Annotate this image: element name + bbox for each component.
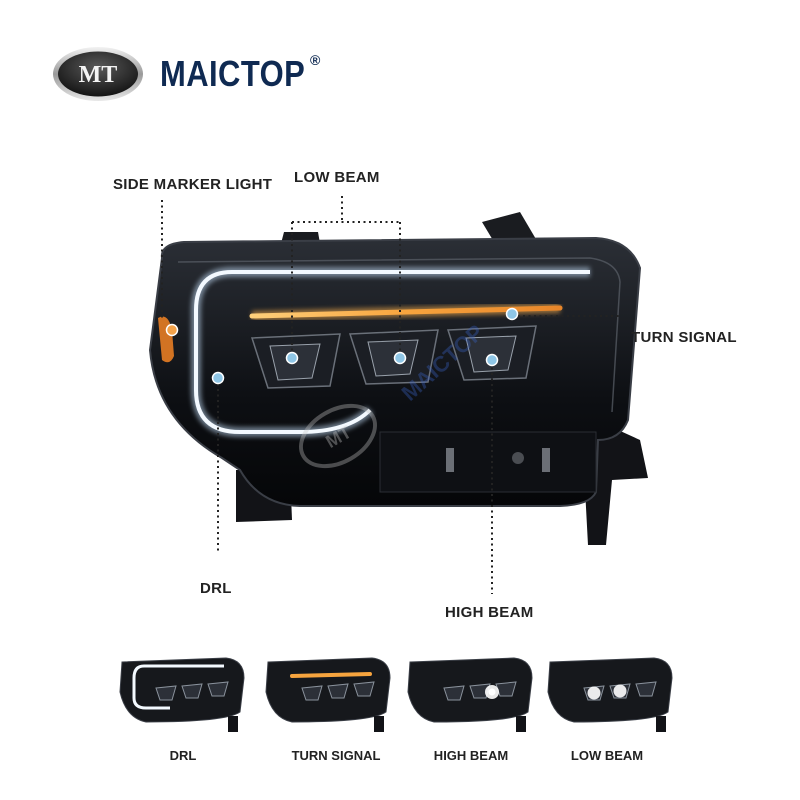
callout-dot-side-marker [165,323,179,337]
thumbnail-turn-signal [265,657,391,732]
bottom-bracket-right [584,420,648,545]
label-side-marker-light: SIDE MARKER LIGHT [113,176,273,193]
mode-label-low-beam: LOW BEAM [570,748,644,763]
mode-label-drl: DRL [169,748,197,763]
callout-dot-turn-signal [505,307,519,321]
label-turn-signal: TURN SIGNAL [631,329,737,346]
callout-dot-low-beam-2 [393,351,407,365]
callout-dot-high-beam [485,353,499,367]
thumbnail-low-beam [547,657,673,732]
mode-label-high-beam: HIGH BEAM [433,748,509,763]
thumbnail-drl [119,657,245,732]
brand-name: MAICTOP [160,53,306,94]
leader-lines [161,196,620,594]
callout-dot-low-beam-1 [285,351,299,365]
adjuster-screw [512,452,524,464]
housing-clip [446,448,454,472]
label-low-beam: LOW BEAM [294,169,380,186]
mt-badge-icon: MT [53,47,143,101]
drl-light-guide [194,270,590,434]
registered-mark: ® [310,52,321,68]
mode-label-turn-signal: TURN SIGNAL [291,748,381,763]
label-drl: DRL [200,580,232,597]
thumbnail-high-beam [407,657,533,732]
brand-logo: MT MAICTOP [52,44,329,104]
callout-dot-drl [211,371,225,385]
label-high-beam: HIGH BEAM [445,604,534,621]
housing-clip [542,448,550,472]
badge-letters: MT [79,62,118,88]
